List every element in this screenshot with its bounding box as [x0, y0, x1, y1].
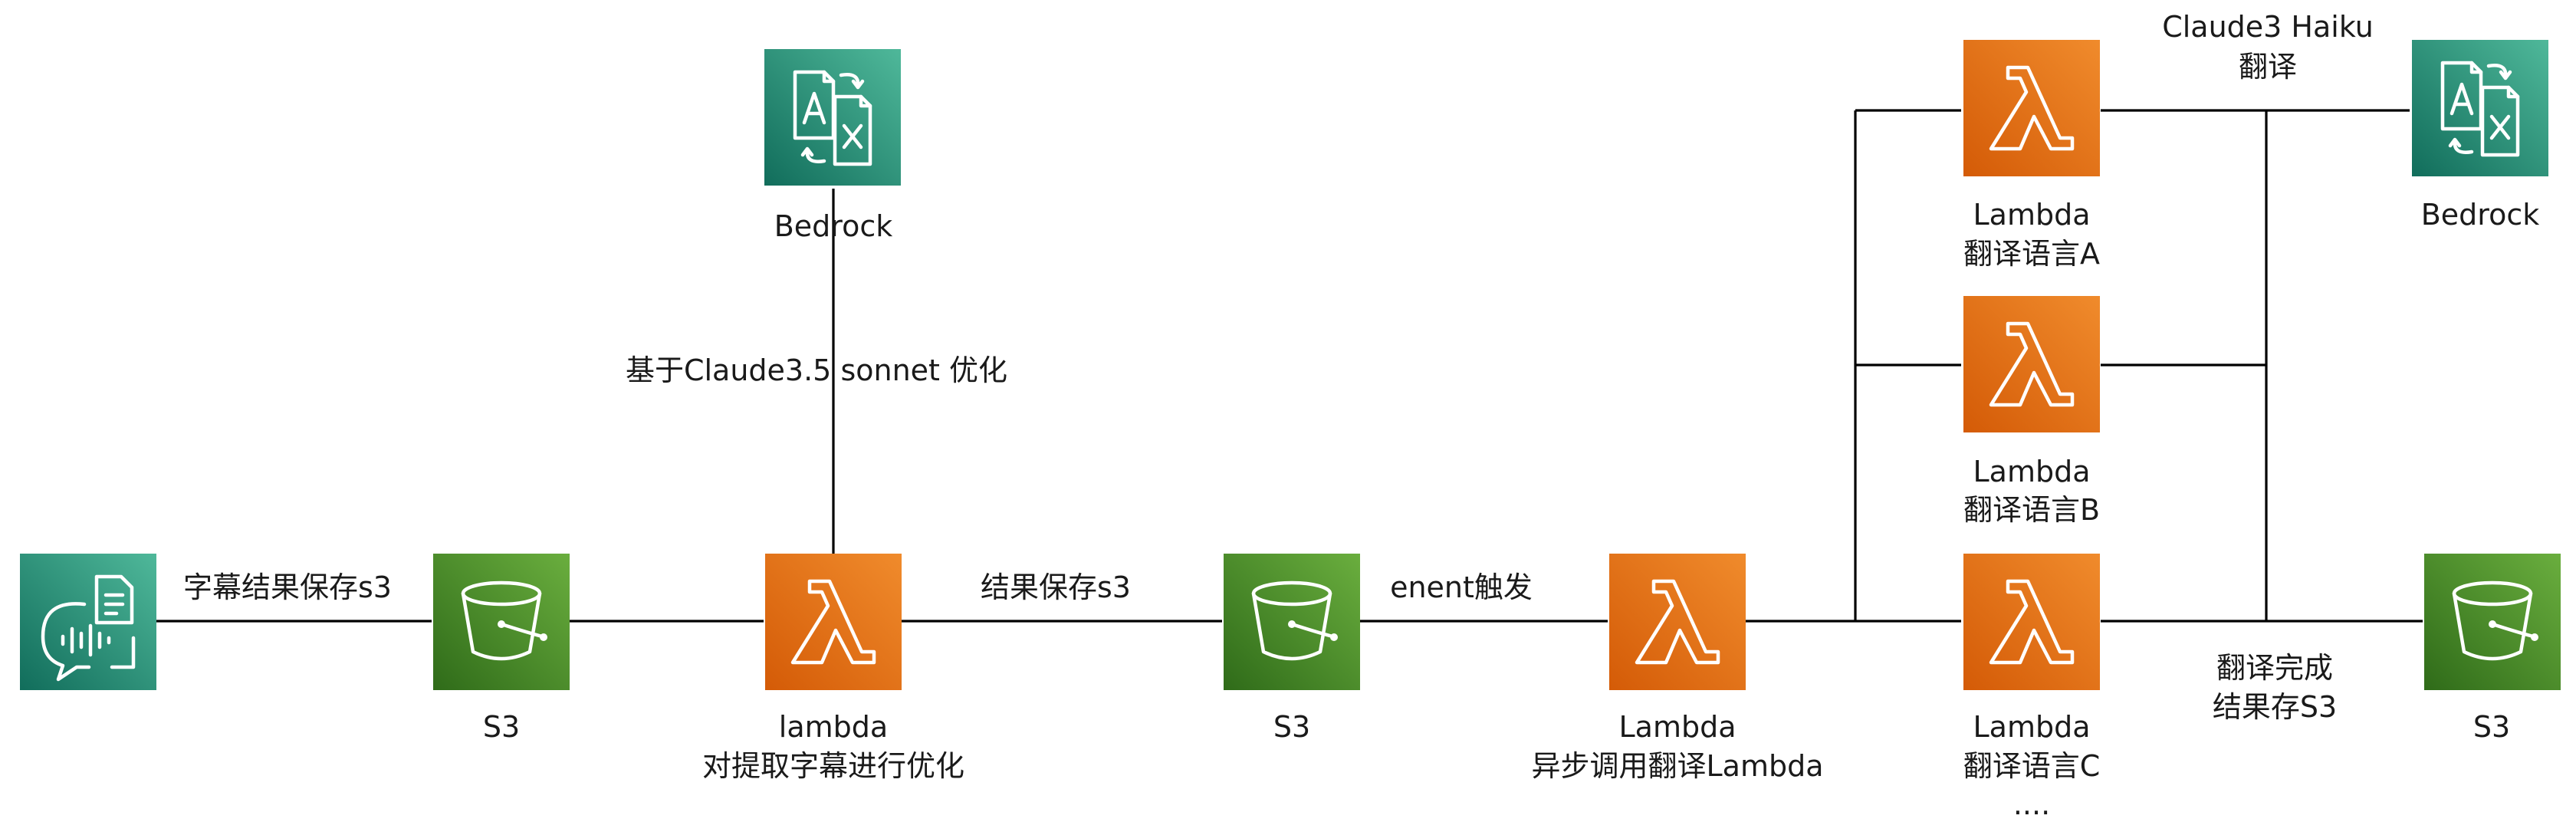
bedrock-icon	[2412, 40, 2548, 176]
s3-input-label: S3	[483, 710, 520, 744]
node-s3-input: S3	[433, 554, 570, 744]
bedrock-icon	[764, 49, 901, 186]
node-bedrock-translate: Bedrock	[2412, 40, 2548, 232]
edge-label-output-line2: 结果存S3	[2213, 690, 2337, 724]
node-s3-output: S3	[2424, 554, 2561, 744]
lambda-c-label: Lambda	[1973, 710, 2090, 744]
s3-bucket-icon	[1224, 554, 1360, 690]
edge-label-output-line1: 翻译完成	[2216, 651, 2333, 685]
s3-bucket-icon	[433, 554, 570, 690]
node-bedrock-optimize: Bedrock	[764, 49, 901, 243]
edge-label-s3-to-dispatch: enent触发	[1390, 570, 1533, 604]
edges	[156, 109, 2423, 623]
node-s3-result: S3	[1224, 554, 1360, 744]
lambda-optimize-sublabel: 对提取字幕进行优化	[702, 749, 964, 783]
lambda-a-label: Lambda	[1973, 198, 2090, 232]
lambda-icon	[1963, 554, 2100, 690]
lambda-c-sublabel: 翻译语言C	[1963, 749, 2101, 783]
lambda-icon	[1963, 296, 2100, 432]
edge-label-transcribe-to-s3: 字幕结果保存s3	[183, 570, 392, 604]
node-lambda-b: Lambda 翻译语言B	[1963, 296, 2100, 527]
lambda-c-more: ....	[2013, 787, 2050, 821]
lambda-a-sublabel: 翻译语言A	[1963, 237, 2100, 271]
edge-label-lambda-to-s3: 结果保存s3	[981, 570, 1131, 604]
lambda-b-label: Lambda	[1973, 455, 2090, 488]
lambda-icon	[1609, 554, 1746, 690]
lambda-icon	[765, 554, 902, 690]
edge-labels: 字幕结果保存s3 基于Claude3.5 sonnet 优化 结果保存s3 en…	[183, 10, 2374, 724]
edge-dispatch-fanout	[1746, 110, 1857, 623]
transcribe-icon	[20, 554, 156, 690]
edge-label-haiku-line1: Claude3 Haiku	[2162, 10, 2374, 44]
bedrock-optimize-label: Bedrock	[774, 209, 893, 243]
edge-label-haiku-line2: 翻译	[2239, 50, 2297, 84]
lambda-icon	[1963, 40, 2100, 176]
lambda-dispatch-sublabel: 异步调用翻译Lambda	[1531, 749, 1823, 783]
s3-bucket-icon	[2424, 554, 2561, 690]
lambda-optimize-label: lambda	[779, 710, 888, 744]
lambda-dispatch-label: Lambda	[1618, 710, 1736, 744]
s3-result-label: S3	[1273, 710, 1310, 744]
lambda-b-sublabel: 翻译语言B	[1963, 493, 2100, 527]
edge-label-lambda-to-bedrock: 基于Claude3.5 sonnet 优化	[626, 353, 1007, 387]
bedrock-translate-label: Bedrock	[2421, 198, 2540, 232]
edge-translate-merge	[2101, 110, 2268, 621]
node-transcribe	[20, 554, 156, 690]
node-lambda-a: Lambda 翻译语言A	[1963, 40, 2100, 271]
s3-output-label: S3	[2473, 710, 2510, 744]
node-lambda-optimize: lambda 对提取字幕进行优化	[702, 554, 964, 783]
node-lambda-dispatch: Lambda 异步调用翻译Lambda	[1531, 554, 1824, 783]
node-lambda-c: Lambda 翻译语言C ....	[1963, 554, 2101, 821]
